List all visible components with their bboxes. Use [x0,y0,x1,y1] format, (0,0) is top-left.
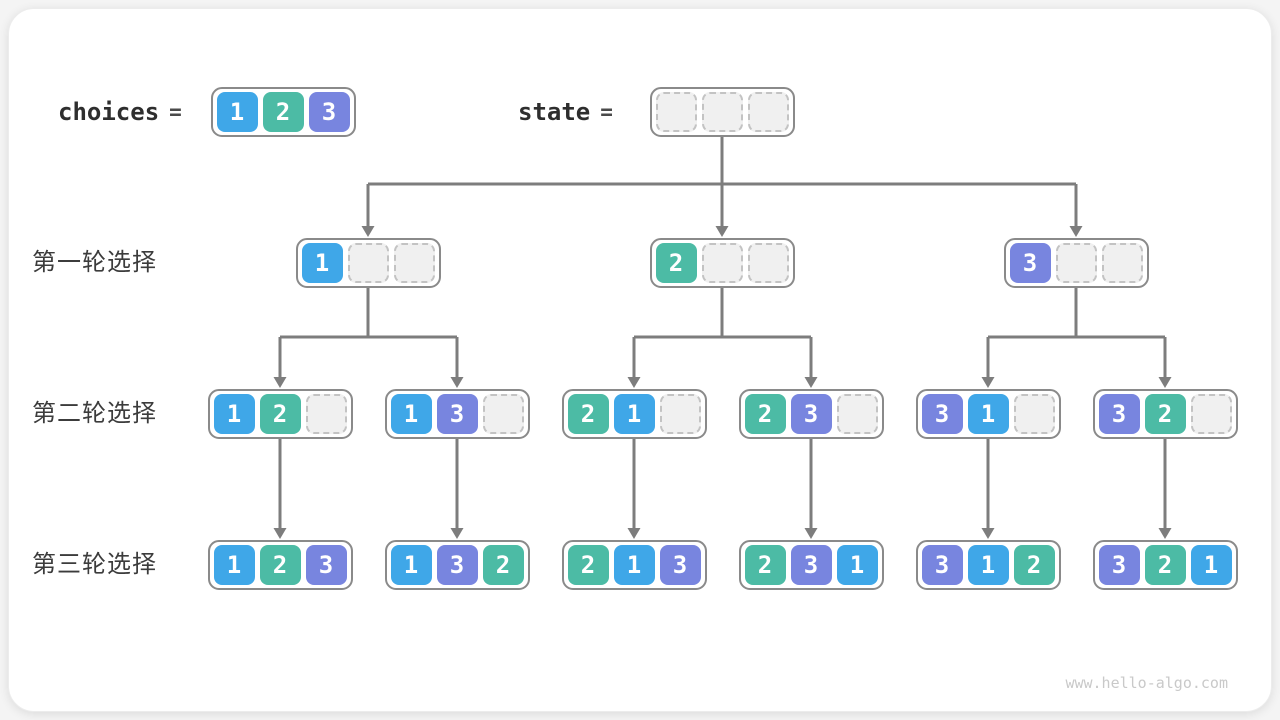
empty-cell [659,394,701,434]
empty-cell [347,243,389,283]
empty-cell [747,92,789,132]
value-cell-1: 1 [967,545,1009,585]
round-1-label: 第一轮选择 [32,249,157,276]
value-cell-2: 2 [1144,545,1186,585]
value-cell-2: 2 [567,545,609,585]
value-cell-3: 3 [1009,243,1051,283]
state-label: state [518,98,591,126]
value-cell-1: 1 [613,394,655,434]
choices-expression: choices = [58,87,182,137]
value-cell-1: 1 [836,545,878,585]
value-cell-3: 3 [436,394,478,434]
value-cell-3: 3 [305,545,347,585]
value-cell-3: 3 [921,545,963,585]
value-cell-2: 2 [1013,545,1055,585]
value-cell-1: 1 [213,394,255,434]
state-box [649,87,795,137]
empty-cell [701,243,743,283]
empty-cell [1055,243,1097,283]
round1-node-1: 1 [295,238,441,288]
choices-label: choices [58,98,160,126]
empty-cell [655,92,697,132]
value-cell-2: 2 [744,394,786,434]
value-cell-1: 1 [301,243,343,283]
value-cell-3: 3 [790,545,832,585]
value-cell-2: 2 [1144,394,1186,434]
empty-cell [747,243,789,283]
value-cell-2: 2 [259,394,301,434]
round-2-label: 第二轮选择 [32,400,157,427]
empty-cell [393,243,435,283]
value-cell-1: 1 [390,545,432,585]
value-cell-3: 3 [790,394,832,434]
value-cell-2: 2 [482,545,524,585]
empty-cell [836,394,878,434]
value-cell-3: 3 [436,545,478,585]
choices-equals-sign: = [169,100,182,124]
canvas-card [8,8,1272,712]
value-cell-1: 1 [967,394,1009,434]
website-watermark: www.hello-algo.com [1065,674,1228,692]
value-cell-2: 2 [655,243,697,283]
value-cell-3: 3 [308,92,350,132]
value-cell-2: 2 [262,92,304,132]
state-expression: state = [518,87,613,137]
empty-cell [1101,243,1143,283]
empty-cell [305,394,347,434]
value-cell-1: 1 [613,545,655,585]
state-equals-sign: = [600,100,613,124]
round-3-label: 第三轮选择 [32,551,157,578]
empty-cell [482,394,524,434]
value-cell-2: 2 [259,545,301,585]
value-cell-1: 1 [390,394,432,434]
value-cell-2: 2 [567,394,609,434]
empty-cell [701,92,743,132]
round1-node-2: 2 [649,238,795,288]
value-cell-3: 3 [659,545,701,585]
empty-cell [1190,394,1232,434]
value-cell-1: 1 [216,92,258,132]
value-cell-3: 3 [1098,394,1140,434]
empty-cell [1013,394,1055,434]
value-cell-1: 1 [213,545,255,585]
value-cell-3: 3 [921,394,963,434]
value-cell-3: 3 [1098,545,1140,585]
value-cell-2: 2 [744,545,786,585]
value-cell-1: 1 [1190,545,1232,585]
round1-node-3: 3 [1003,238,1149,288]
